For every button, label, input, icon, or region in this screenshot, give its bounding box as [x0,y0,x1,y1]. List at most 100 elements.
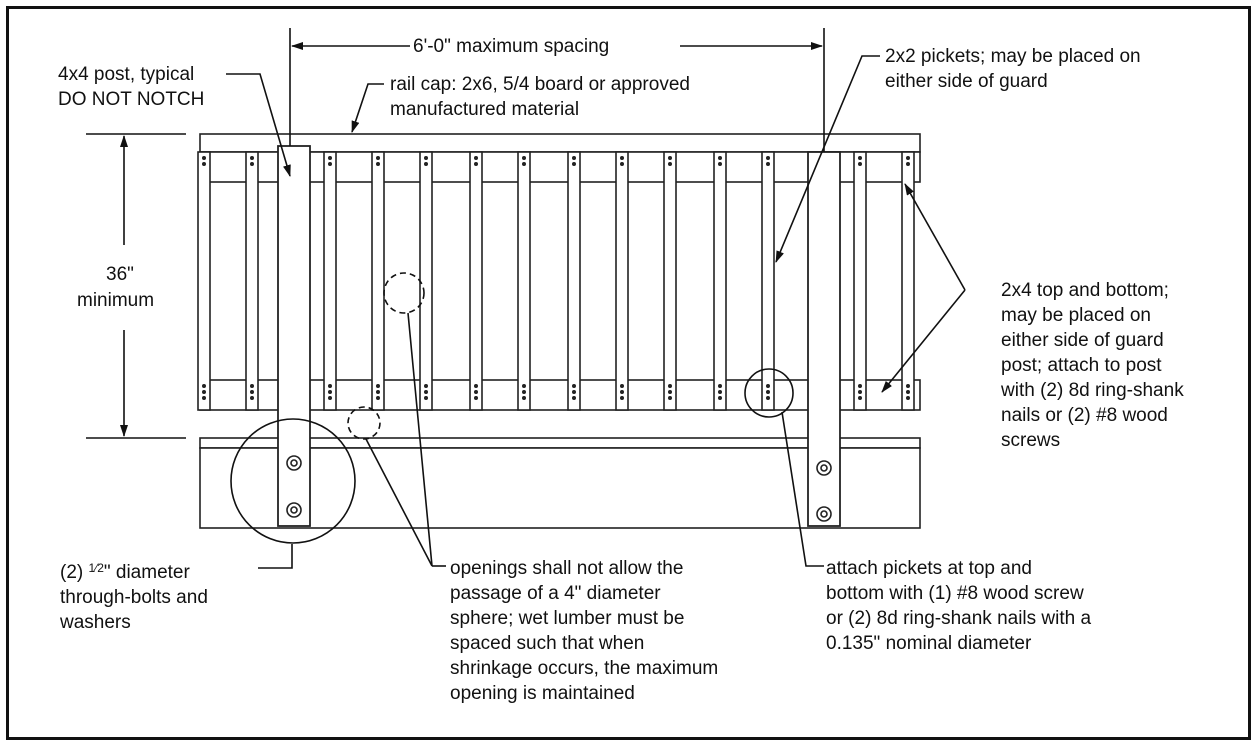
picket [713,151,727,411]
fastener-dot [474,156,478,160]
fastener-dot [718,396,722,400]
fastener-dot [620,156,624,160]
fastener-dot [766,162,770,166]
fastener-dot [572,396,576,400]
fastener-dot [424,396,428,400]
fastener-dot [202,390,206,394]
fastener-dot [718,384,722,388]
leader-attach [781,411,824,567]
fastener-dot [718,162,722,166]
leader-rail-cap [351,83,384,133]
fastener-dot [424,390,428,394]
fastener-dot [572,156,576,160]
fastener-dot [858,156,862,160]
fastener-dot [572,162,576,166]
fastener-dot [474,384,478,388]
fastener-dot [572,384,576,388]
picket-group [197,151,915,411]
picket [663,151,677,411]
fastener-dot [424,384,428,388]
fastener-dot [522,384,526,388]
fastener-dot [766,156,770,160]
fastener-dot [474,390,478,394]
fastener-dot [250,390,254,394]
fastener-dot [250,396,254,400]
height-word-label: minimum [77,288,155,313]
fastener-dot [766,384,770,388]
picket [469,151,483,411]
fastener-dot [424,162,428,166]
fastener-dot [474,162,478,166]
leader-openings-lower [365,438,433,567]
fastener-dot [718,156,722,160]
fastener-dot [858,162,862,166]
fastener-dot [620,384,624,388]
fastener-dot [376,384,380,388]
fastener-dot [376,390,380,394]
fastener-dot [668,390,672,394]
deck-band [199,447,921,529]
fastener-dot [906,396,910,400]
rails-label: 2x4 top and bottom; may be placed on eit… [1001,280,1184,451]
spacing-label: 6'-0" maximum spacing [413,36,610,57]
bolt-group [286,455,832,522]
fastener-dot [522,390,526,394]
picket [517,151,531,411]
picket [245,151,259,411]
picket [615,151,629,411]
leader-post [226,73,291,177]
fastener-dot [766,390,770,394]
fastener-dot [474,396,478,400]
picket [371,151,385,411]
fastener-dot [906,390,910,394]
pickets-label: 2x2 pickets; may be placed on either sid… [885,46,1141,92]
sphere-opening-upper [383,272,425,314]
sphere-opening-lower [347,406,381,440]
picket [197,151,211,411]
picket [419,151,433,411]
fastener-dot [572,390,576,394]
fastener-dot [328,162,332,166]
picket [761,151,775,411]
openings-label: openings shall not allow the passage of … [450,558,719,704]
fastener-dot [906,162,910,166]
picket [901,151,915,411]
fastener-dot [328,390,332,394]
leader-openings-upper [407,312,433,567]
fastener-dot [424,156,428,160]
picket [567,151,581,411]
fastener-dot [376,396,380,400]
leader-rails-top [904,183,966,291]
fastener-dot [718,390,722,394]
fastener-dot [522,156,526,160]
fastener-dot [906,384,910,388]
height-value-label: 36" [106,262,134,287]
picket-detail-circle [744,368,794,418]
fastener-dot [668,156,672,160]
fastener-dot [620,396,624,400]
top-rail [199,151,921,183]
fastener-dot [250,156,254,160]
fastener-dot [858,390,862,394]
fastener-dot [858,396,862,400]
fastener-dot [522,162,526,166]
fastener-dot [328,396,332,400]
bolts-qty: (2) [60,562,84,583]
fastener-dot [620,390,624,394]
leader-pickets [775,55,880,263]
bolt-detail-circle [230,418,356,544]
attach-label: attach pickets at top and bottom with (1… [826,558,1092,654]
leader-bolts [258,544,293,569]
fastener-dot [376,156,380,160]
fastener-dot [766,396,770,400]
bottom-rail [199,379,921,411]
fastener-dot [906,156,910,160]
fastener-dot [858,384,862,388]
fastener-dot [668,384,672,388]
fastener-dot [328,384,332,388]
fastener-dot [202,156,206,160]
fastener-dot [202,384,206,388]
post-label: 4x4 post, typical DO NOT NOTCH [58,64,205,110]
fastener-dot [620,162,624,166]
fastener-dot [522,396,526,400]
